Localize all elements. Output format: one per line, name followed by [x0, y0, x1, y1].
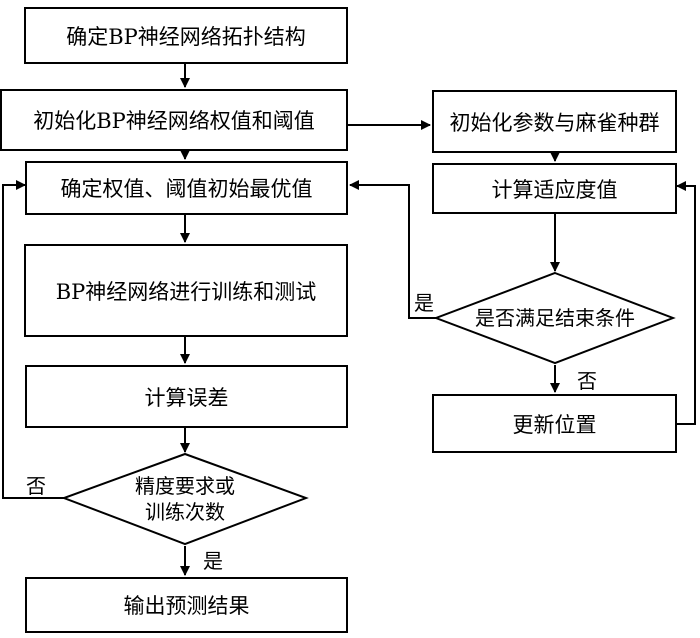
arrow-accuracy-no: [2, 180, 64, 499]
determine-optimal-box: 确定权值、阈值初始最优值: [25, 161, 348, 215]
output-result-box: 输出预测结果: [25, 577, 348, 633]
train-test-label: BP神经网络进行训练和测试: [55, 279, 317, 304]
arrow-update-loop: [676, 181, 696, 425]
determine-topology-box: 确定BP神经网络拓扑结构: [24, 7, 348, 64]
accuracy-decision-label: 精度要求或 训练次数: [105, 473, 265, 525]
compute-error-box: 计算误差: [25, 365, 348, 428]
edge-label-no-accuracy: 否: [26, 474, 46, 498]
init-params-label: 初始化参数与麻雀种群: [449, 110, 660, 135]
end-condition-diamond: [433, 271, 676, 365]
accuracy-decision-line2: 训练次数: [145, 500, 225, 524]
edge-label-yes-accuracy: 是: [203, 549, 223, 573]
update-position-label: 更新位置: [512, 412, 597, 437]
output-result-label: 输出预测结果: [123, 594, 250, 618]
edge-label-yes-end: 是: [414, 291, 434, 315]
init-params-box: 初始化参数与麻雀种群: [432, 90, 677, 153]
accuracy-diamond: [61, 452, 309, 546]
determine-optimal-label: 确定权值、阈值初始最优值: [60, 177, 313, 201]
edge-label-no-end: 否: [577, 369, 597, 393]
arrow-end-yes: [349, 180, 436, 319]
compute-error-label: 计算误差: [144, 385, 229, 410]
init-weights-box: 初始化BP神经网络权值和阈值: [0, 89, 348, 151]
init-weights-label: 初始化BP神经网络权值和阈值: [33, 109, 315, 133]
compute-fitness-label: 计算适应度值: [491, 177, 618, 202]
train-test-box: BP神经网络进行训练和测试: [24, 244, 348, 337]
accuracy-decision-line1: 精度要求或: [135, 474, 235, 498]
update-position-box: 更新位置: [432, 394, 677, 453]
determine-topology-label: 确定BP神经网络拓扑结构: [66, 24, 306, 49]
end-condition-label: 是否满足结束条件: [475, 306, 635, 330]
compute-fitness-box: 计算适应度值: [432, 163, 677, 214]
